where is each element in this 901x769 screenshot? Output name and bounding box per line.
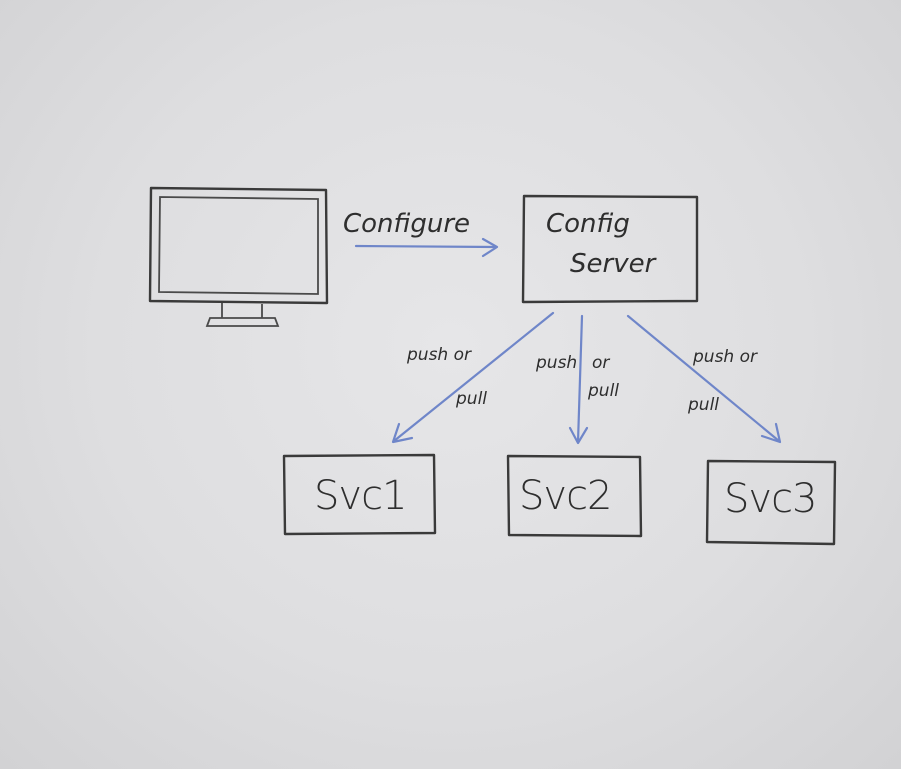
edge-svc2: push or pull <box>535 314 619 445</box>
service-node-svc3: Svc3 <box>705 459 837 546</box>
edge-svc3-label-bottom: pull <box>687 395 719 415</box>
service-node-svc1: Svc1 <box>282 453 437 536</box>
config-server-label-line1: Config <box>546 209 630 239</box>
config-server-label-line2: Server <box>570 249 658 279</box>
configure-edge: Configure <box>343 209 499 258</box>
edge-svc1-label-bottom: pull <box>455 389 487 409</box>
edge-svc2-label-or: or <box>592 353 610 373</box>
edge-svc2-label-top: push <box>535 353 577 373</box>
service-label-svc1: Svc1 <box>314 473 407 519</box>
service-label-svc3: Svc3 <box>724 476 817 522</box>
config-server-node: Config Server <box>521 194 699 304</box>
monitor-icon <box>148 186 329 327</box>
edge-svc1-label-top: push or <box>406 345 472 365</box>
edge-svc2-label-bottom: pull <box>587 381 619 401</box>
service-node-svc2: Svc2 <box>506 454 643 538</box>
service-label-svc2: Svc2 <box>519 473 612 519</box>
edge-svc1: push or pull <box>391 311 555 444</box>
edge-svc3: push or pull <box>626 314 782 444</box>
edge-svc3-label-top: push or <box>692 347 758 367</box>
configure-label: Configure <box>343 209 470 239</box>
